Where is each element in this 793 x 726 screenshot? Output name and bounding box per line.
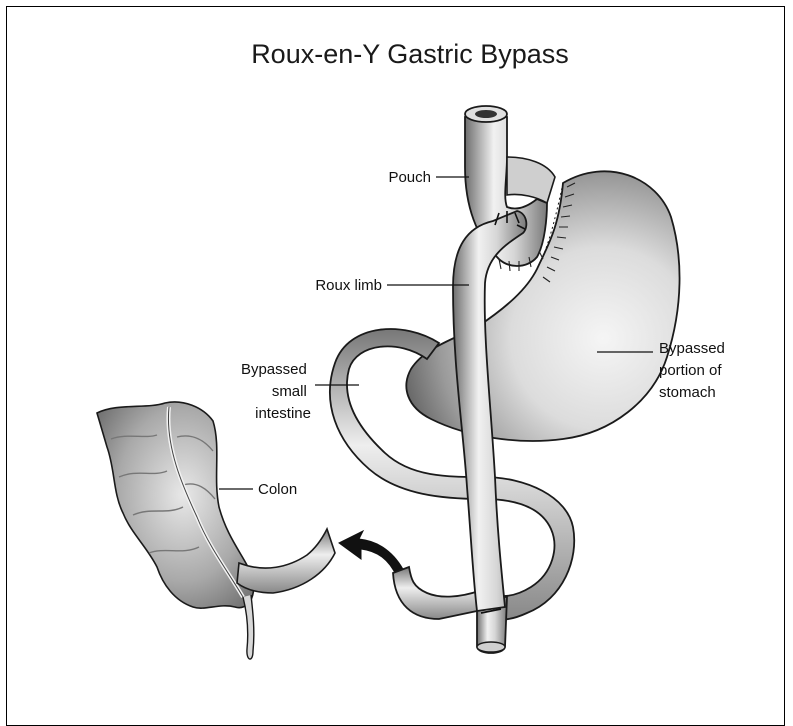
label-bypassed-small-intestine: Bypassed small intestine: [241, 361, 311, 422]
colon-drawing: [97, 402, 335, 659]
label-pouch: Pouch: [388, 169, 431, 186]
diagram-title: Roux-en-Y Gastric Bypass: [251, 39, 569, 69]
label-bypassed-stomach: Bypassed portion of stomach: [659, 340, 729, 401]
label-colon: Colon: [258, 481, 297, 498]
label-roux-limb: Roux limb: [315, 277, 382, 294]
figure-frame: Roux-en-Y Gastric Bypass: [6, 6, 785, 726]
gastric-bypass-illustration: Roux-en-Y Gastric Bypass: [7, 7, 785, 726]
flow-arrow: [339, 531, 405, 577]
